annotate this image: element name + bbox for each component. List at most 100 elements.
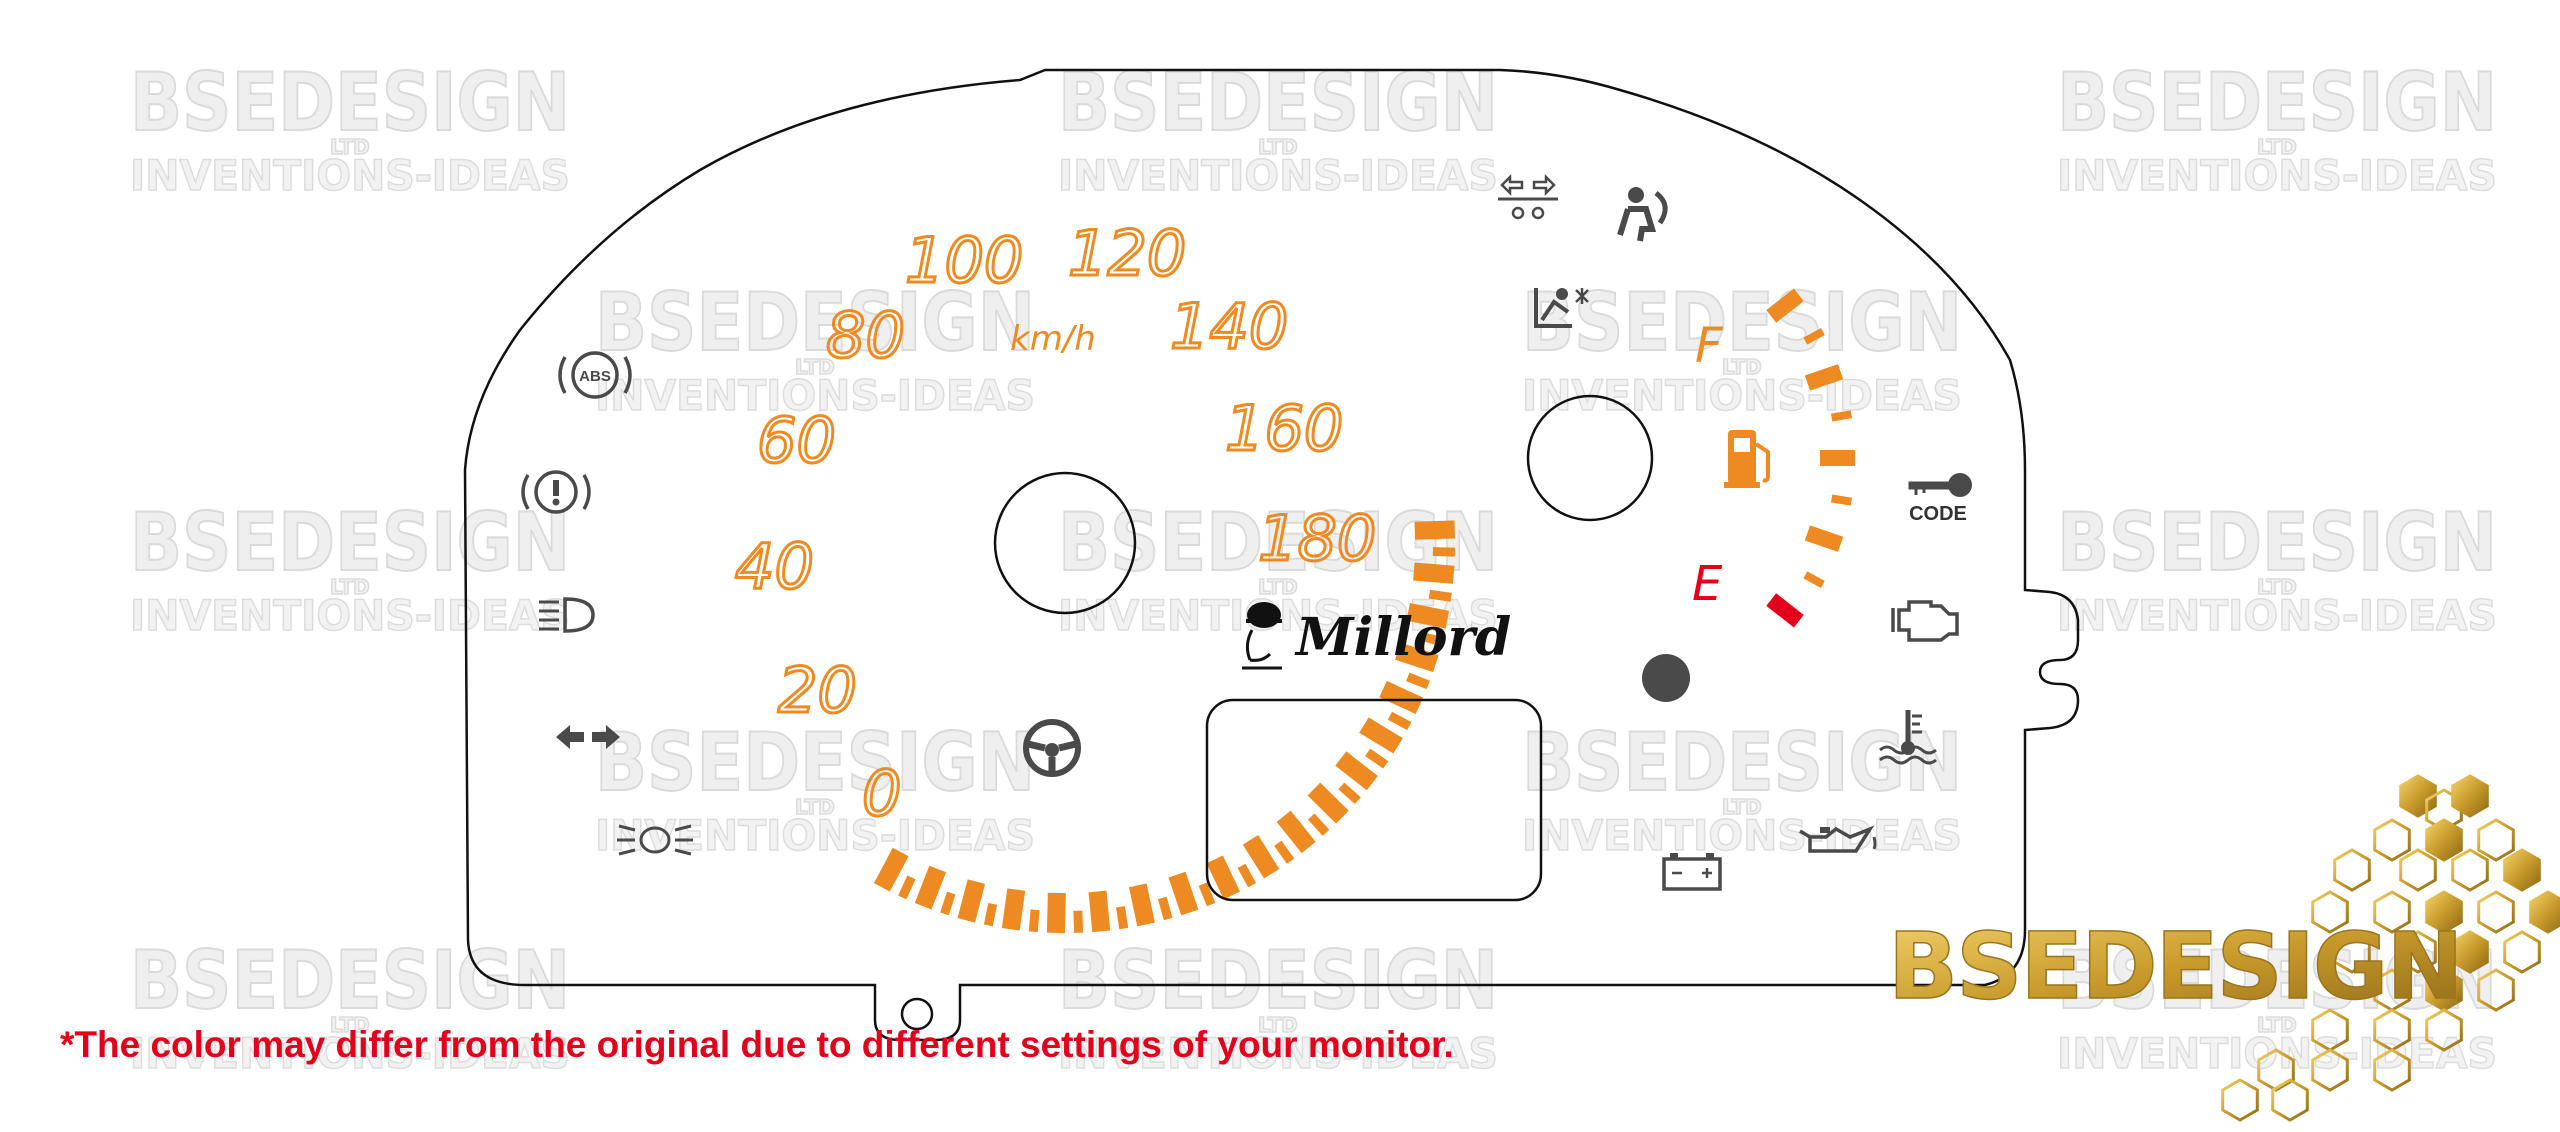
- honeycomb-cell: [2425, 1008, 2463, 1052]
- speed-minor-tick: [940, 891, 956, 916]
- watermark-title: BSEDESIGN: [1522, 276, 1962, 369]
- speed-label-40: 40: [735, 530, 814, 603]
- speed-major-tick: [1128, 883, 1155, 927]
- watermark-title: BSEDESIGN: [2057, 56, 2497, 149]
- watermark-title: BSEDESIGN: [130, 56, 570, 149]
- mounting-hole: [900, 997, 934, 1031]
- watermark-title: BSEDESIGN: [595, 716, 1035, 809]
- watermark-layer: BSEDESIGNLTDINVENTIONS-IDEASBSEDESIGNLTD…: [129, 55, 2498, 1079]
- speed-label-0: 0: [862, 757, 901, 830]
- seatbelt-icon: [1534, 288, 1589, 328]
- honeycomb-cell: [2503, 848, 2541, 892]
- speed-major-tick: [1276, 810, 1316, 854]
- speed-major-tick: [914, 865, 947, 910]
- speed-label-80: 80: [826, 299, 905, 372]
- speed-major-tick: [1088, 890, 1111, 933]
- watermark-ltd: LTD: [1722, 355, 1762, 379]
- speed-minor-tick: [1338, 782, 1361, 804]
- trip-reset-hole: [1642, 654, 1690, 702]
- watermark-subtitle: INVENTIONS-IDEAS: [2057, 591, 2497, 640]
- watermark-ltd: LTD: [1258, 575, 1298, 599]
- speed-minor-tick: [983, 902, 998, 927]
- fuel-gauge-scale: [1766, 288, 1855, 628]
- honeycomb-cell: [2311, 1048, 2349, 1092]
- honeycomb-cell: [2399, 930, 2437, 974]
- watermark-ltd: LTD: [795, 355, 835, 379]
- steering-icon: [1023, 719, 1081, 777]
- speed-minor-tick: [1237, 863, 1257, 888]
- oil-pressure-icon: [1799, 825, 1877, 853]
- code-label: CODE: [1909, 503, 1967, 525]
- speed-minor-tick: [1198, 882, 1216, 907]
- watermark-title: BSEDESIGN: [1522, 716, 1962, 809]
- speed-label-140: 140: [1170, 290, 1288, 363]
- fuel-tick: [1803, 571, 1825, 588]
- fuel-tick: [1830, 494, 1853, 506]
- fuel-tick: [1766, 593, 1804, 628]
- speed-label-180: 180: [1258, 502, 1376, 575]
- watermark-title: BSEDESIGN: [2057, 934, 2497, 1027]
- gauge-face-outline: [463, 68, 2080, 1042]
- speed-major-tick: [873, 847, 909, 892]
- speed-label-60: 60: [757, 404, 836, 477]
- honeycomb-cell: [2477, 818, 2515, 862]
- speed-major-tick: [1206, 855, 1241, 900]
- watermark-title: BSEDESIGN: [130, 496, 570, 589]
- watermark-subtitle: INVENTIONS-IDEAS: [130, 1029, 570, 1078]
- watermark-ltd: LTD: [2257, 1013, 2297, 1037]
- abs-icon: ABS: [558, 351, 632, 399]
- abs-label: ABS: [579, 368, 611, 385]
- coolant-temp-icon: [1879, 710, 1937, 765]
- fuel-tick: [1766, 288, 1804, 323]
- watermark-title: BSEDESIGN: [2057, 496, 2497, 589]
- honeycomb-cell: [2311, 890, 2349, 934]
- brake-warning-icon: [521, 470, 591, 514]
- speedometer-labels: 0 20 40 60 80 100 120 140 160 180: [734, 216, 1378, 832]
- watermark-subtitle: INVENTIONS-IDEAS: [1058, 1029, 1498, 1078]
- watermark-subtitle: INVENTIONS-IDEAS: [595, 371, 1035, 420]
- watermark-subtitle: INVENTIONS-IDEAS: [595, 811, 1035, 860]
- fuel-full-label: F: [1695, 318, 1724, 374]
- speed-unit: km/h: [1010, 319, 1096, 359]
- fuel-tick: [1804, 364, 1844, 391]
- airbag-icon: [1617, 187, 1668, 242]
- immobilizer-key-icon: CODE: [1908, 473, 1972, 525]
- speed-major-tick: [1395, 642, 1439, 673]
- speed-major-tick: [1379, 680, 1424, 714]
- speed-label-120: 120: [1068, 217, 1186, 290]
- speed-label-160: 160: [1225, 392, 1343, 465]
- honeycomb-cell: [2451, 774, 2489, 818]
- speed-minor-tick: [1073, 910, 1084, 933]
- fog-light-icon: [617, 824, 693, 856]
- watermark-ltd: LTD: [330, 575, 370, 599]
- speed-minor-tick: [898, 875, 916, 900]
- speed-minor-tick: [1387, 711, 1412, 731]
- fuel-needle-hole: [1526, 394, 1654, 522]
- honeycomb-cell: [2257, 1048, 2295, 1092]
- fuel-empty-label: E: [1692, 556, 1723, 612]
- speed-major-tick: [1414, 520, 1456, 540]
- honeycomb-cell: [2477, 890, 2515, 934]
- battery-icon: [1662, 853, 1722, 891]
- turn-signal-icon: [556, 725, 620, 749]
- fuel-pump-icon: [1724, 430, 1770, 488]
- speed-minor-tick: [1028, 909, 1040, 933]
- speed-major-tick: [1307, 782, 1349, 824]
- speed-minor-tick: [1157, 896, 1173, 921]
- honeycomb-cell: [2221, 1078, 2259, 1122]
- honeycomb-cell: [2529, 890, 2560, 934]
- speed-major-tick: [1242, 835, 1280, 879]
- speed-major-tick: [1046, 892, 1066, 934]
- watermark-subtitle: INVENTIONS-IDEAS: [1058, 151, 1498, 200]
- honeycomb-cell: [2399, 848, 2437, 892]
- speed-minor-tick: [1406, 672, 1430, 690]
- watermark-subtitle: INVENTIONS-IDEAS: [2057, 1029, 2497, 1078]
